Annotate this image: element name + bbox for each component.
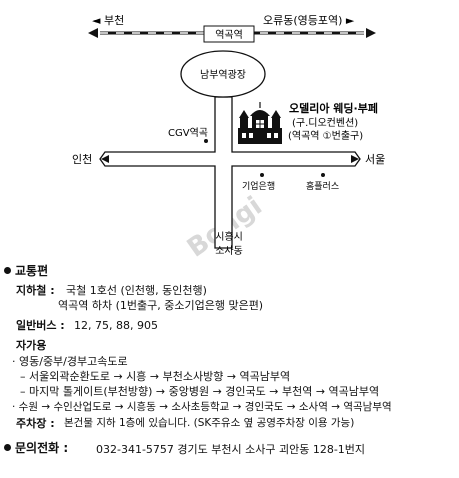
west-city-label: 인천 [72,152,92,166]
subway-line1: 국철 1호선 (인천행, 동인천행) [66,284,207,297]
venue-name: 오델리아 웨딩·부페 [289,101,378,115]
contact-title: 문의전화 : [15,441,69,455]
traffic-section: 교통편 [4,264,48,279]
bus-label: 일반버스 : [16,319,65,332]
arrow-east-icon [351,155,359,163]
bank-label: 기업은행 [242,180,275,192]
contact-value: 032-341-5757 경기도 부천시 소사구 괴안동 128-1번지 [96,443,366,456]
subway-label: 지하철 : [16,284,55,297]
cgv-label: CGV역곡 [168,127,208,139]
bullet-icon [4,267,11,274]
car-route-2: – 서울외곽순환도로 → 시흥 → 부천소사방향 → 역곡남부역 [20,370,291,383]
station-label: 역곡역 [215,29,243,41]
venue-former-name: (구.디오컨벤션) [292,117,358,129]
car-route-1: · 영동/중부/경부고속도로 [12,355,128,368]
parking-label: 주차장 : [16,417,55,430]
rail-right-label: 오류동(영등포역) ► [263,14,355,27]
rail-left-label: ◄ 부천 [92,13,124,27]
parking-value: 본건물 지하 1층에 있습니다. (SK주유소 옆 공영주차장 이용 가능) [64,417,355,429]
road-network [99,96,361,249]
plaza-oval [180,50,266,98]
cgv-marker [204,139,208,143]
east-city-label: 서울 [365,153,385,166]
venue-exit: (역곡역 ①번출구) [288,130,363,142]
plaza-label: 남부역광장 [200,69,246,81]
car-route-3: – 마지막 톨게이트(부천방향) → 중앙병원 → 경인국도 → 부천역 → 역… [20,385,380,398]
arrow-west-icon [101,155,109,163]
traffic-title: 교통편 [15,264,49,278]
station-box [203,25,255,43]
subway-line2: 역곡역 하차 (1번출구, 중소기업은행 맞은편) [58,299,264,312]
contact-section: 문의전화 : [4,441,68,456]
car-route-4: · 수원 → 수인산업도로 → 시흥동 → 소사초등학교 → 경인국도 → 소사… [12,401,392,413]
south-label-line2: 소사동 [215,245,243,257]
bullet-icon [4,444,11,451]
venue-building-icon [238,102,282,144]
south-label-line1: 시흥시 [215,230,243,243]
homeplus-marker [321,173,325,177]
bank-marker [260,173,264,177]
bus-value: 12, 75, 88, 905 [74,319,158,332]
car-title: 자가용 [16,339,47,352]
location-map: Bongi ◄ 부천 오류동(영등포역) ► 역곡역 남부역광장 CGV역곡 오… [72,13,385,262]
homeplus-label: 홈플러스 [306,180,339,192]
